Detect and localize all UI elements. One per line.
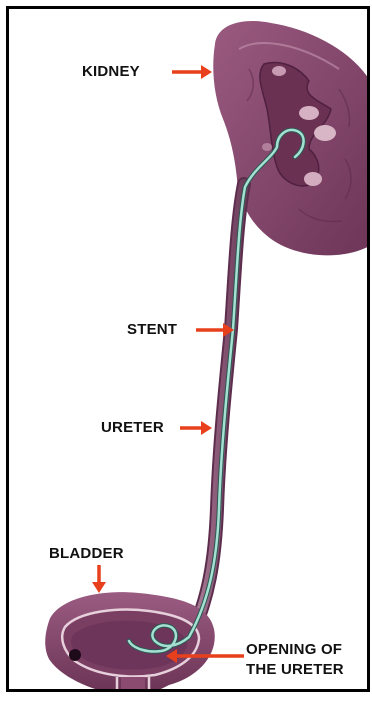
stent-label: STENT	[127, 320, 177, 339]
anatomy-illustration	[9, 9, 370, 692]
diagram-frame: KIDNEY STENT URETER BLADDER OPENING OF T…	[6, 6, 370, 692]
bladder-label: BLADDER	[49, 544, 124, 563]
opening-label-line2: THE URETER	[246, 660, 344, 679]
bladder-arrow-icon	[91, 564, 107, 594]
opening-arrow-icon	[165, 648, 245, 664]
kidney-label: KIDNEY	[82, 62, 140, 81]
ureter-label: URETER	[101, 418, 164, 437]
opening-label-line1: OPENING OF	[246, 640, 342, 659]
kidney-arrow-icon	[171, 64, 213, 80]
ureter-arrow-icon	[179, 420, 213, 436]
ureter-tube	[189, 184, 244, 641]
stent-arrow-icon	[195, 322, 235, 338]
